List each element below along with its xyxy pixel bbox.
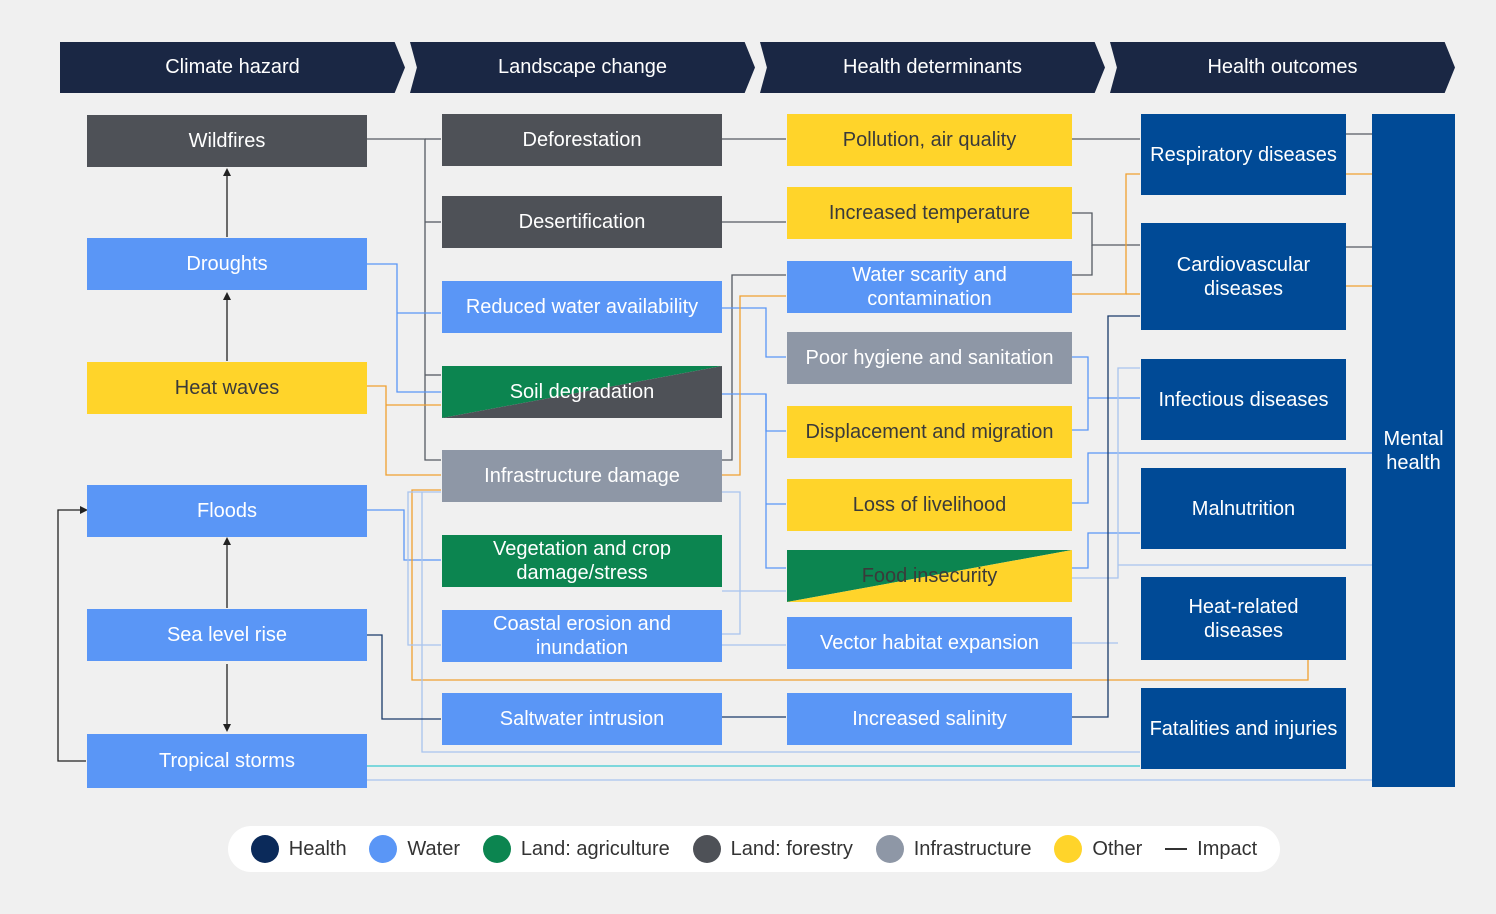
legend-item-health: Health (250, 835, 347, 863)
node-saltwater-intrusion: Saltwater intrusion (442, 693, 722, 745)
legend-item-agriculture: Land: agriculture (482, 835, 670, 863)
node-infectious-diseases: Infectious diseases (1141, 359, 1346, 440)
legend-swatch (250, 835, 279, 863)
node-coastal-erosion: Coastal erosion and inundation (442, 610, 722, 662)
legend-swatch (369, 835, 398, 863)
node-reduced-water-availability: Reduced water availability (442, 281, 722, 333)
legend-item-water: Water (369, 835, 460, 863)
legend: Health Water Land: agriculture Land: for… (228, 826, 1280, 872)
legend-swatch (875, 835, 904, 863)
node-increased-salinity: Increased salinity (787, 693, 1072, 745)
node-floods: Floods (87, 485, 367, 537)
legend-item-forestry: Land: forestry (692, 835, 853, 863)
legend-item-infrastructure: Infrastructure (875, 835, 1032, 863)
node-vegetation-crop-damage: Vegetation and crop damage/stress (442, 535, 722, 587)
header-health-outcomes: Health outcomes (1110, 42, 1455, 93)
node-heat-related-diseases: Heat-related diseases (1141, 577, 1346, 660)
node-malnutrition: Malnutrition (1141, 468, 1346, 549)
node-increased-temperature: Increased temperature (787, 187, 1072, 239)
node-fatalities-injuries: Fatalities and injuries (1141, 688, 1346, 769)
node-pollution-air-quality: Pollution, air quality (787, 114, 1072, 166)
legend-item-impact: Impact (1165, 838, 1257, 861)
node-food-insecurity: Food insecurity (787, 550, 1072, 602)
node-mental-health: Mental health (1372, 114, 1455, 787)
node-loss-of-livelihood: Loss of livelihood (787, 479, 1072, 531)
node-heat-waves: Heat waves (87, 362, 367, 414)
header-health-determinants: Health determinants (760, 42, 1105, 93)
node-infrastructure-damage: Infrastructure damage (442, 450, 722, 502)
legend-swatch (1054, 835, 1083, 863)
node-droughts: Droughts (87, 238, 367, 290)
node-poor-hygiene: Poor hygiene and sanitation (787, 332, 1072, 384)
node-desertification: Desertification (442, 196, 722, 248)
node-displacement-migration: Displacement and migration (787, 406, 1072, 458)
node-sea-level-rise: Sea level rise (87, 609, 367, 661)
node-tropical-storms: Tropical storms (87, 734, 367, 788)
legend-swatch (692, 835, 721, 863)
node-soil-degradation: Soil degradation (442, 366, 722, 418)
node-water-scarcity: Water scarity and contamination (787, 261, 1072, 313)
header-landscape-change: Landscape change (410, 42, 755, 93)
header-climate-hazard: Climate hazard (60, 42, 405, 93)
legend-item-other: Other (1054, 835, 1142, 863)
node-vector-habitat-expansion: Vector habitat expansion (787, 617, 1072, 669)
node-wildfires: Wildfires (87, 115, 367, 167)
node-cardiovascular-diseases: Cardiovascular diseases (1141, 223, 1346, 330)
node-respiratory-diseases: Respiratory diseases (1141, 114, 1346, 195)
legend-swatch (482, 835, 511, 863)
node-deforestation: Deforestation (442, 114, 722, 166)
legend-line-icon (1165, 848, 1188, 850)
arrow-storms-floods (57, 509, 86, 762)
